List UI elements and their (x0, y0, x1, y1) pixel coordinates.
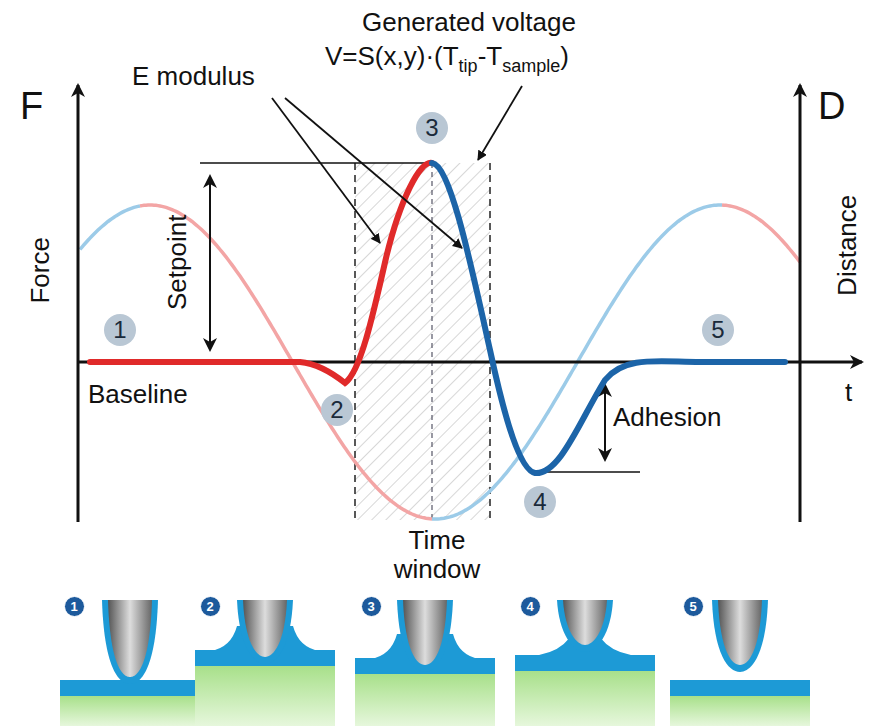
formula-part: sample (502, 56, 560, 76)
water-layer (670, 680, 810, 696)
water-layer (515, 655, 655, 671)
callout-number: 3 (425, 114, 438, 142)
afm-tip (403, 600, 447, 665)
sample (515, 671, 655, 726)
formula-part: tip (459, 56, 478, 76)
callout-number: 4 (526, 599, 533, 614)
formula-part: V=S(x,y)·(T (325, 41, 459, 71)
distance-curve (80, 206, 140, 250)
dimension-label: Adhesion (613, 403, 721, 432)
sample (195, 666, 335, 726)
axis-letter: D (818, 86, 845, 128)
afm-tip (718, 600, 762, 665)
tip-coating (557, 600, 613, 652)
annotation: Generated voltage (362, 8, 576, 37)
callout-circle: 1 (104, 314, 136, 346)
sample (355, 674, 495, 726)
tip-coating (237, 600, 293, 664)
formula-part: ) (560, 41, 569, 71)
axis-letter: t (845, 378, 852, 407)
callout-number: 4 (533, 488, 546, 516)
axis-title: Force (26, 237, 55, 303)
afm-tip (108, 600, 152, 677)
curve-label: Baseline (88, 380, 188, 409)
callout-circle: 4 (524, 486, 556, 518)
time-window-label: Time window (392, 526, 482, 583)
afm-tip (563, 600, 607, 645)
callout-circle: 3 (416, 112, 448, 144)
callout-circle: 5 (683, 596, 704, 617)
annotation: E modulus (132, 62, 255, 91)
formula-part: -T (478, 41, 503, 71)
callout-number: 5 (711, 316, 724, 344)
tip-coating (102, 600, 158, 684)
callout-number: 1 (113, 316, 126, 344)
formula: V=S(x,y)·(Ttip-Tsample) (325, 42, 569, 71)
tip-coating (397, 600, 453, 672)
callout-circle: 1 (64, 596, 85, 617)
callout-circle: 3 (361, 596, 382, 617)
tip-coating (712, 600, 768, 672)
sample (670, 696, 810, 726)
distance-curve (722, 205, 800, 262)
sample (60, 696, 200, 726)
dimension-label: Setpoint (164, 214, 193, 309)
callout-number: 3 (367, 599, 374, 614)
callout-number: 5 (689, 599, 696, 614)
callout-number: 2 (330, 396, 343, 424)
callout-circle: 4 (520, 596, 541, 617)
callout-number: 1 (70, 599, 77, 614)
afm-tip (243, 600, 287, 657)
callout-circle: 2 (321, 394, 353, 426)
callout-circle: 2 (200, 596, 221, 617)
axis-title: Distance (834, 194, 863, 295)
callout-number: 2 (206, 599, 213, 614)
callout-circle: 5 (702, 314, 734, 346)
axis-letter: F (20, 86, 43, 128)
